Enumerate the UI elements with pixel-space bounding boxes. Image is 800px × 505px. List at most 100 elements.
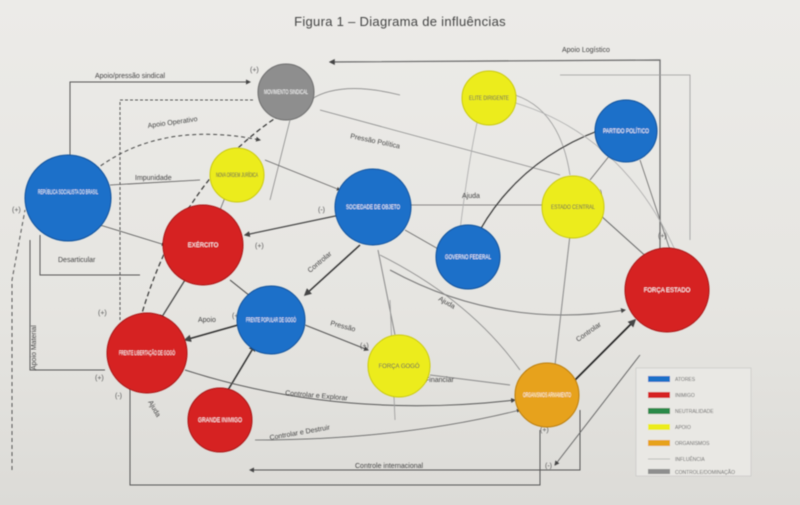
edge-line: [377, 249, 396, 336]
edge-line: [459, 109, 481, 231]
edge-line: [379, 254, 521, 371]
node-forca[interactable]: FORÇA GOGÓ: [367, 334, 431, 398]
nodes-layer: REPÚBLICA SOCIALISTA DO BRASIL MOVIMENTO…: [24, 63, 710, 453]
edge-line: [554, 234, 571, 366]
edge-label: Pressão Política: [350, 133, 401, 150]
node-movimento[interactable]: MOVIMENTO SINDICAL: [257, 63, 315, 121]
edge-label: Apoio Material: [31, 325, 38, 370]
figure-title: Figura 1 – Diagrama de influências: [294, 14, 506, 29]
node-label: PARTIDO POLÍTICO: [603, 128, 649, 135]
edge-line: [159, 279, 186, 322]
edge-line: [404, 229, 441, 251]
edge-line: [554, 354, 641, 466]
edge-line: [560, 74, 691, 240]
sign-label: (+): [250, 67, 259, 74]
edge-label: Ajuda: [462, 193, 480, 200]
edge-line: [39, 235, 140, 276]
edge-line: [514, 94, 571, 176]
node-frente-popular[interactable]: FRENTE POPULAR DE GOGÓ: [236, 285, 306, 355]
legend-item: INIMIGO: [648, 392, 695, 399]
legend-label: APOIO: [675, 425, 691, 431]
legend-label: ATORES: [675, 377, 696, 383]
edge-line: [389, 269, 626, 316]
legend-label: NEUTRALIDADE: [675, 409, 714, 415]
edge-label: Controlar: [307, 250, 334, 274]
edges-layer: [11, 58, 691, 486]
node-label: NOVA ORDEM JURÍDICA: [216, 172, 258, 179]
edge-label: Controlar e Explorar: [285, 390, 349, 402]
node-grande[interactable]: GRANDE INIMIGO: [187, 387, 253, 453]
edge-line: [11, 209, 26, 470]
node-partido[interactable]: PARTIDO POLÍTICO: [594, 99, 658, 163]
edge-line: [328, 58, 661, 260]
edge-line: [599, 214, 651, 261]
node-nova-ordem[interactable]: NOVA ORDEM JURÍDICA: [209, 147, 265, 203]
node-label: FORÇA ESTADO: [644, 288, 691, 294]
node-label: ELITE DIRIGENTE: [469, 96, 509, 102]
edge-line: [184, 369, 516, 407]
sign-label: (+): [98, 310, 107, 317]
legend-label: CONTROLE/DOMINAÇÃO: [675, 469, 735, 476]
node-forca-estado[interactable]: FORÇA ESTADO: [624, 247, 710, 333]
sign-label: (+): [658, 233, 667, 240]
node-label: FRENTE LIBERTAÇÃO DE GOGÓ: [119, 350, 175, 357]
legend-item: ATORES: [648, 376, 696, 383]
edge-line: [183, 324, 239, 342]
edge-line: [224, 343, 256, 396]
edge-label: Desarticular: [58, 257, 96, 264]
edge-label: Controle internacional: [355, 463, 424, 470]
edge-line: [129, 385, 541, 486]
edge-line: [639, 159, 671, 251]
node-organismos[interactable]: ORGANISMOS ARMAMENTO: [514, 362, 580, 428]
node-label: GOVERNO FEDERAL: [445, 255, 492, 261]
node-label: SOCIEDADE DE OBJETO: [346, 205, 400, 211]
edge-line: [264, 159, 341, 191]
sign-label: (+): [232, 313, 241, 320]
node-republica[interactable]: REPÚBLICA SOCIALISTA DO BRASIL: [24, 154, 112, 242]
legend-item: ORGANISMOS: [648, 440, 710, 447]
sign-label: (-): [115, 393, 122, 400]
node-label: EXÉRCITO: [188, 242, 219, 249]
edge-line: [243, 214, 341, 237]
edge-label: Apoio Logístico: [562, 47, 610, 54]
edge-line: [99, 224, 166, 246]
edge-line: [29, 240, 105, 371]
edge-line: [479, 129, 601, 231]
edge-label: Impunidade: [135, 175, 172, 182]
node-sociedade[interactable]: SOCIEDADE DE OBJETO: [334, 168, 412, 246]
node-label: GRANDE INIMIGO: [198, 418, 242, 424]
sign-label: (+): [255, 243, 264, 250]
legend-item: INFLUÊNCIA: [648, 455, 705, 463]
sign-label: (+): [360, 343, 369, 350]
edge-line: [309, 88, 401, 101]
legend-item: APOIO: [648, 424, 691, 431]
node-label: REPÚBLICA SOCIALISTA DO BRASIL: [38, 189, 98, 196]
edge-line: [429, 374, 511, 386]
edge-line: [304, 324, 369, 351]
sign-label: (+): [12, 207, 21, 214]
node-frente-libertacao[interactable]: FRENTE LIBERTAÇÃO DE GOGÓ: [106, 312, 188, 394]
edge-label: Apoio/pressão sindical: [95, 73, 165, 80]
edge-label: Controlar: [575, 321, 603, 344]
edge-line: [119, 99, 255, 320]
node-governo[interactable]: GOVERNO FEDERAL: [435, 224, 501, 290]
sign-label: (-): [545, 463, 552, 470]
sign-label: (-): [318, 207, 325, 214]
node-label: ORGANISMOS ARMAMENTO: [523, 393, 571, 399]
node-elite[interactable]: ELITE DIRIGENTE: [461, 70, 517, 126]
node-label: ESTADO CENTRAL: [551, 205, 596, 211]
edge-line: [254, 408, 521, 441]
node-estado-centro[interactable]: ESTADO CENTRAL: [541, 175, 605, 239]
node-exercito[interactable]: EXÉRCITO: [162, 204, 244, 286]
node-label: FRENTE POPULAR DE GOGÓ: [246, 317, 296, 324]
edge-line: [303, 244, 361, 297]
edge-line: [94, 133, 261, 171]
edge-line: [109, 179, 201, 186]
edge-label: Financiar: [425, 377, 454, 384]
node-label: MOVIMENTO SINDICAL: [264, 90, 308, 96]
node-label: FORÇA GOGÓ: [378, 363, 419, 370]
legend-item: CONTROLE/DOMINAÇÃO: [648, 469, 735, 476]
edge-line: [589, 154, 611, 181]
sign-label: (+): [540, 427, 549, 434]
